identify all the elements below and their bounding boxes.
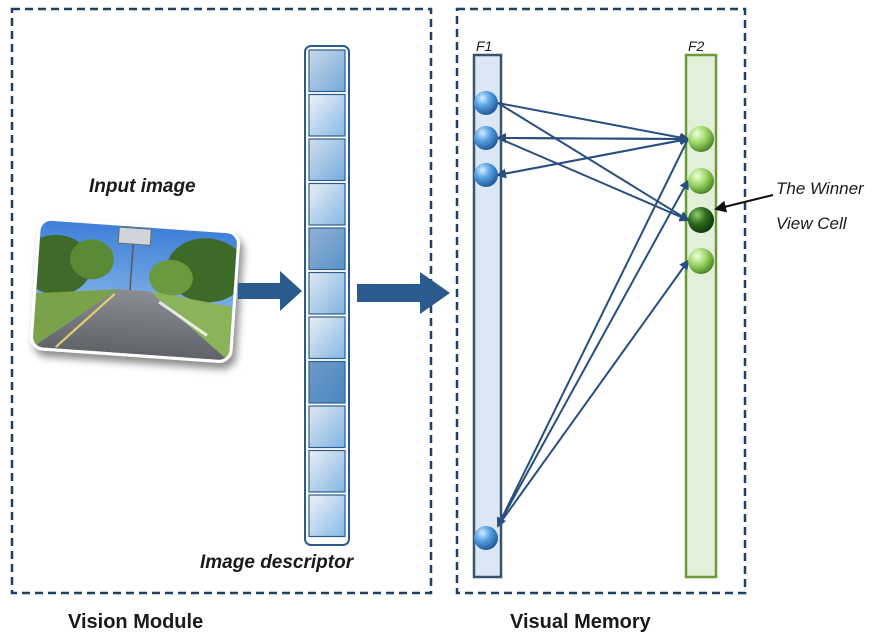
- image-descriptor-column: [304, 45, 350, 546]
- descriptor-cell-shade: [309, 139, 345, 181]
- f1-label: F1: [476, 38, 492, 54]
- descriptor-cell-shade: [309, 450, 345, 492]
- visual-memory-title: Visual Memory: [510, 611, 652, 633]
- descriptor-cell-shade: [309, 272, 345, 314]
- descriptor-cell: [308, 182, 346, 226]
- vision-module-title: Vision Module: [68, 611, 203, 633]
- connection-arrow: [497, 102, 690, 143]
- descriptor-cell-shade: [309, 50, 345, 92]
- f2-node: [688, 126, 714, 152]
- descriptor-cell-shade: [309, 228, 345, 270]
- descriptor-cell: [308, 494, 346, 538]
- f2-node: [688, 248, 714, 274]
- winner-label-line2: View Cell: [776, 214, 848, 233]
- vision-module-frame: [10, 7, 433, 595]
- arrow-descriptor-to-memory: [357, 272, 450, 314]
- f1-node: [474, 163, 498, 187]
- connection-lines: [496, 102, 690, 528]
- f2-label: F2: [688, 38, 705, 54]
- winner-pointer-arrow: [714, 194, 774, 213]
- visual-memory-frame: [455, 7, 747, 595]
- descriptor-cell: [308, 405, 346, 449]
- descriptor-cell: [308, 138, 346, 182]
- connection-arrow: [496, 138, 689, 179]
- descriptor-cell-shade: [309, 317, 345, 359]
- connection-arrow: [497, 259, 690, 527]
- descriptor-cell: [308, 93, 346, 137]
- descriptor-cell: [308, 271, 346, 315]
- descriptor-cell: [308, 316, 346, 360]
- f2-node: [688, 168, 714, 194]
- connection-arrow: [497, 102, 690, 222]
- connection-arrow: [497, 138, 689, 528]
- connection-arrow: [497, 137, 690, 222]
- f1-node: [474, 126, 498, 150]
- descriptor-cell-shade: [309, 361, 345, 403]
- winner-label-line1: The Winner: [776, 179, 865, 198]
- f1-node: [474, 91, 498, 115]
- input-image: [30, 217, 240, 363]
- descriptor-cell-shade: [309, 406, 345, 448]
- winner-node: [688, 207, 714, 233]
- descriptor-cell-shade: [309, 183, 345, 225]
- descriptor-cell: [308, 49, 346, 93]
- input-image-label: Input image: [89, 176, 196, 197]
- connection-arrow: [497, 179, 689, 527]
- connection-arrow: [496, 133, 689, 144]
- descriptor-cell-shade: [309, 495, 345, 537]
- image-descriptor-label: Image descriptor: [200, 552, 355, 573]
- descriptor-cell-shade: [309, 94, 345, 136]
- arrow-image-to-descriptor: [238, 271, 302, 311]
- descriptor-cell: [308, 449, 346, 493]
- f1-node: [474, 526, 498, 550]
